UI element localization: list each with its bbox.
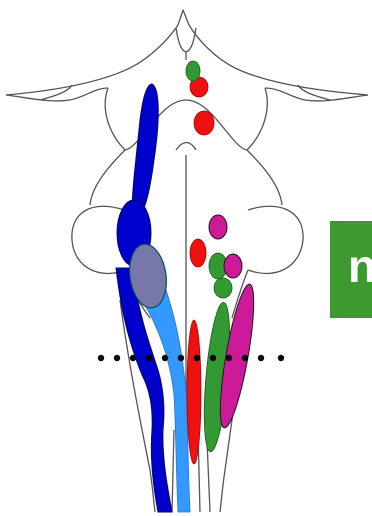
label-box: n [330,221,372,318]
magenta-nucleus-upper [209,215,227,239]
green-nucleus-small [214,278,232,298]
green-nucleus-top [186,61,200,81]
magenta-nucleus-middle [224,254,242,278]
red-nucleus-upper [194,111,214,135]
red-nucleus-middle [190,239,206,267]
red-tract [187,320,201,464]
label-text: n [348,243,372,289]
